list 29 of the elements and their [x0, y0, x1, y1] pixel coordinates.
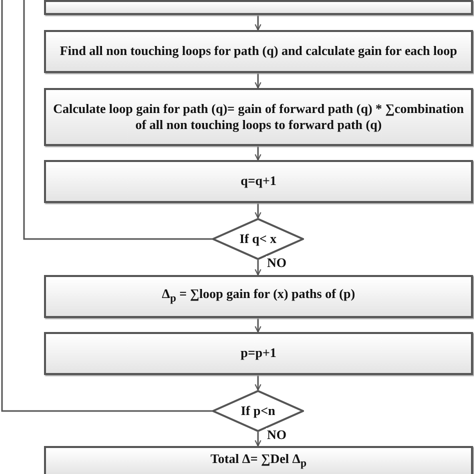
edge-label: NO [266, 256, 288, 269]
arrow [254, 146, 262, 161]
node-text: Δ$_{p}$ = ∑loop gain for (x) paths of (p) [160, 286, 356, 307]
process-box [44, 0, 473, 15]
node-text: If p<n [240, 402, 276, 420]
arrow [254, 15, 262, 31]
process-box [44, 332, 473, 375]
node-text: Total Δ= ∑Del Δ$_{p}$ [210, 451, 308, 472]
process-box [44, 160, 473, 203]
process-box [44, 88, 473, 146]
node-text: q=q+1 [240, 173, 278, 190]
arrow [254, 375, 262, 391]
node-text: If q< x [238, 230, 278, 248]
arrow [254, 73, 262, 89]
loop-line [23, 0, 212, 240]
arrow [254, 203, 262, 219]
decision-diamond [212, 390, 304, 432]
node-text: Find all non touching loops for path (q) and calculate gain for each loop [58, 43, 458, 60]
process-box [44, 275, 473, 318]
arrow [254, 260, 262, 276]
decision-diamond [212, 218, 304, 260]
process-box [44, 30, 473, 73]
node-text: p=p+1 [240, 345, 278, 362]
edge-label: NO [266, 428, 288, 441]
node-text: Calculate loop gain for path (q)= gain of forward path (q) * ∑combination of all non touching loops to forward path (q) [52, 100, 465, 134]
process-box [44, 446, 473, 474]
arrow [254, 318, 262, 333]
arrow [254, 432, 262, 447]
loop-line [1, 0, 212, 412]
